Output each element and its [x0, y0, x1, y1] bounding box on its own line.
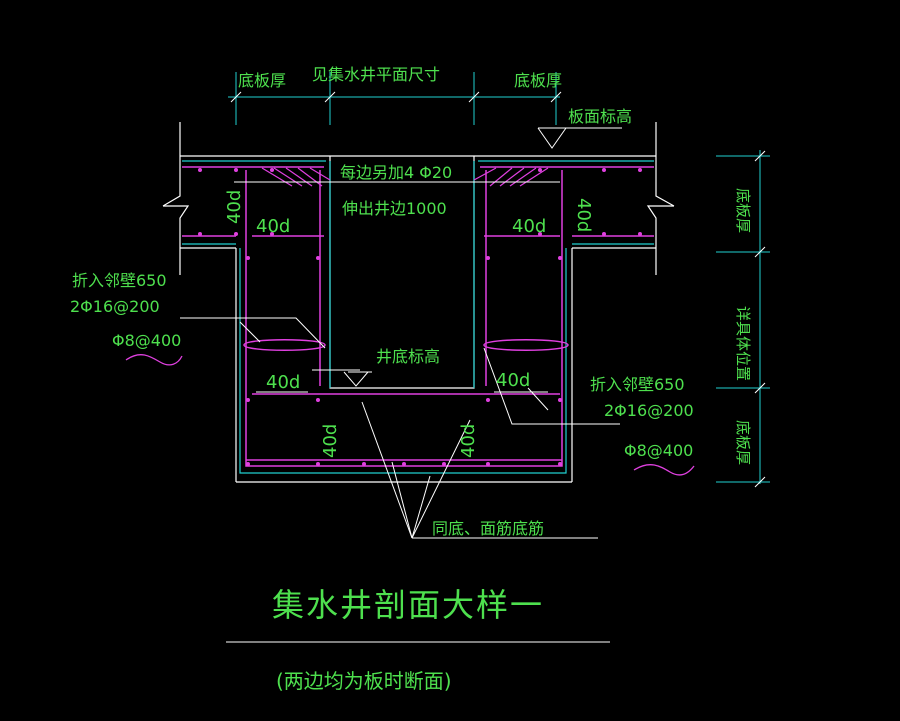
label-40d-bottom-left: 40d	[320, 424, 341, 458]
drawing-subtitle: (两边均为板时断面)	[276, 669, 452, 693]
label-40d-top-right-vert: 40d	[573, 198, 594, 232]
label-slab-top-elevation: 板面标高	[568, 107, 632, 126]
leader-lines	[180, 181, 620, 643]
label-dim-right-bottom: 底板厚	[734, 420, 752, 465]
label-40d-top-right: 40d	[512, 216, 546, 237]
label-add-each-side: 每边另加4 Φ20	[340, 163, 452, 182]
label-40d-top-left-vert: 40d	[224, 190, 245, 224]
label-same-as-slab: 同底、面筋底筋	[432, 519, 544, 538]
label-dim-right-mid: 详具体位置	[734, 306, 752, 381]
label-bars-left: 2Φ16@200	[70, 297, 160, 316]
label-bend-right: 折入邻壁650	[590, 375, 685, 394]
drawing-title: 集水井剖面大样一	[272, 586, 544, 624]
label-40d-top-left: 40d	[256, 216, 290, 237]
label-40d-mid-right: 40d	[496, 370, 530, 391]
label-dim-right-top: 底板厚	[734, 188, 752, 233]
stirrup-symbol-right	[633, 464, 695, 476]
label-40d-mid-left: 40d	[266, 372, 300, 393]
label-stirrup-right: Φ8@400	[624, 441, 693, 460]
label-40d-bottom-right: 40d	[458, 424, 479, 458]
top-dimension	[228, 72, 562, 125]
right-dimension	[716, 150, 770, 488]
extra-bars	[261, 167, 549, 187]
label-bottom-slab-thk-right: 底板厚	[514, 71, 562, 90]
bar-dots	[198, 168, 642, 466]
cyan-outline	[182, 160, 654, 474]
slab-top-elevation-marker	[537, 127, 622, 149]
label-extend-beyond: 伸出井边1000	[342, 199, 447, 218]
label-stirrup-left: Φ8@400	[112, 331, 181, 350]
label-bend-left: 折入邻壁650	[72, 271, 167, 290]
label-bars-right: 2Φ16@200	[604, 401, 694, 420]
label-bottom-slab-thk-left: 底板厚	[238, 71, 286, 90]
stirrup-symbol-left	[125, 354, 183, 366]
label-see-pit-plan: 见集水井平面尺寸	[312, 65, 440, 84]
label-pit-bottom-elevation: 井底标高	[376, 347, 440, 366]
